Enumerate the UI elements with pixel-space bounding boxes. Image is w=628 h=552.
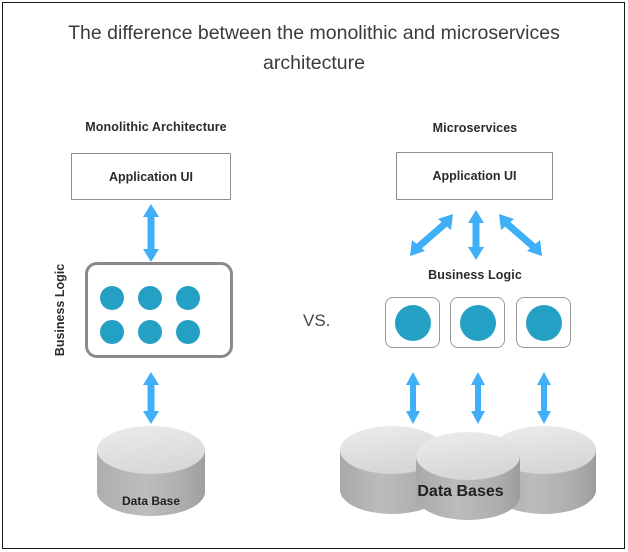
monolithic-heading: Monolithic Architecture <box>85 120 227 134</box>
microservices-database-label: Data Bases <box>417 483 504 500</box>
microservice-dot <box>525 304 562 341</box>
monolithic-logic-to-database-arrow <box>143 372 159 424</box>
microservices-ui-to-service-arrow-center <box>468 210 484 260</box>
microservice-box[interactable] <box>450 297 505 348</box>
vs-label: VS. <box>303 311 331 330</box>
page-title: The difference between the monolithic an… <box>68 22 560 74</box>
monolithic-component-dot <box>138 320 162 344</box>
microservice-box[interactable] <box>385 297 440 348</box>
monolithic-database-label: Data Base <box>121 494 181 508</box>
monolithic-database-cylinder <box>97 426 205 516</box>
monolithic-business-logic-label: Business Logic <box>53 263 67 357</box>
monolithic-ui-to-logic-arrow <box>143 204 159 262</box>
monolithic-application-ui-box[interactable]: Application UI <box>71 153 231 200</box>
microservice-to-database-arrow-right <box>537 372 551 424</box>
monolithic-component-dot <box>100 320 124 344</box>
microservices-heading: Microservices <box>432 121 518 135</box>
microservices-ui-to-service-arrow-right <box>499 214 542 256</box>
microservices-application-ui-box[interactable]: Application UI <box>396 152 553 200</box>
microservices-ui-to-service-arrow-left <box>410 214 453 256</box>
monolithic-component-dot <box>138 286 162 310</box>
monolithic-component-dot <box>176 320 200 344</box>
microservice-dot <box>394 304 431 341</box>
microservice-box[interactable] <box>516 297 571 348</box>
monolithic-component-dot <box>176 286 200 310</box>
monolithic-component-dot <box>100 286 124 310</box>
microservices-database-cylinders <box>340 426 596 520</box>
monolithic-business-logic-container[interactable] <box>85 262 233 358</box>
microservice-dot <box>459 304 496 341</box>
microservice-to-database-arrow-center <box>471 372 485 424</box>
microservices-business-logic-label: Business Logic <box>428 268 522 282</box>
microservice-to-database-arrow-left <box>406 372 420 424</box>
